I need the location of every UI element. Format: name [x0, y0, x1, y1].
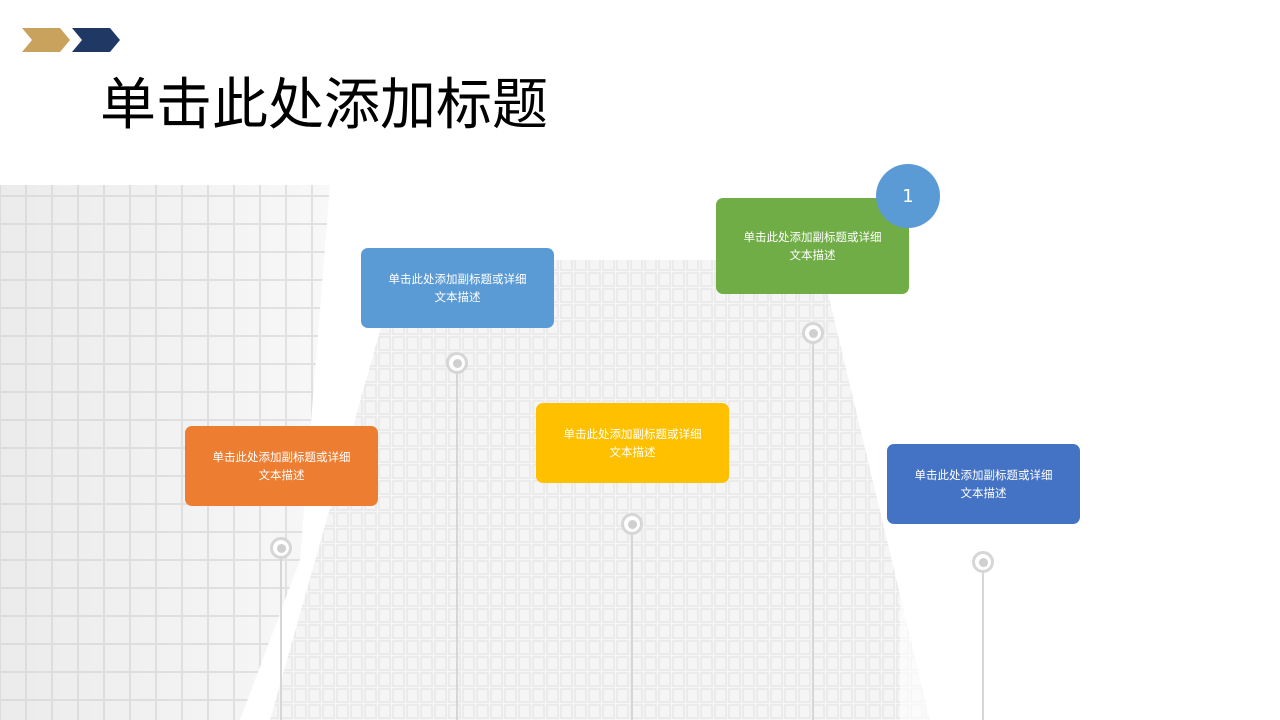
- card-text: 单击此处添加副标题或详细文本描述: [212, 450, 351, 482]
- card-text: 单击此处添加副标题或详细文本描述: [388, 272, 527, 304]
- connector-stem: [456, 363, 458, 720]
- connector-stem: [280, 548, 282, 720]
- target-pin-icon: [270, 537, 292, 559]
- target-pin-icon: [972, 551, 994, 573]
- slide-title[interactable]: 单击此处添加标题: [100, 73, 548, 138]
- card-text: 单击此处添加副标题或详细文本描述: [914, 468, 1053, 500]
- text-card-blue-light[interactable]: 单击此处添加副标题或详细文本描述: [361, 248, 554, 328]
- text-card-orange[interactable]: 单击此处添加副标题或详细文本描述: [185, 426, 378, 506]
- text-card-green[interactable]: 单击此处添加副标题或详细文本描述: [716, 198, 909, 294]
- target-pin-icon: [621, 513, 643, 535]
- badge-number: 1: [902, 185, 914, 207]
- number-badge: 1: [876, 164, 940, 228]
- target-pin-icon: [446, 352, 468, 374]
- connector-stem: [812, 333, 814, 720]
- text-card-blue-dark[interactable]: 单击此处添加副标题或详细文本描述: [887, 444, 1080, 524]
- double-chevron-arrow-icon: [22, 28, 120, 52]
- card-text: 单击此处添加副标题或详细文本描述: [563, 427, 702, 459]
- connector-stem: [631, 524, 633, 720]
- text-card-yellow[interactable]: 单击此处添加副标题或详细文本描述: [536, 403, 729, 483]
- connector-stem: [982, 562, 984, 720]
- target-pin-icon: [802, 322, 824, 344]
- card-text: 单击此处添加副标题或详细文本描述: [743, 230, 882, 262]
